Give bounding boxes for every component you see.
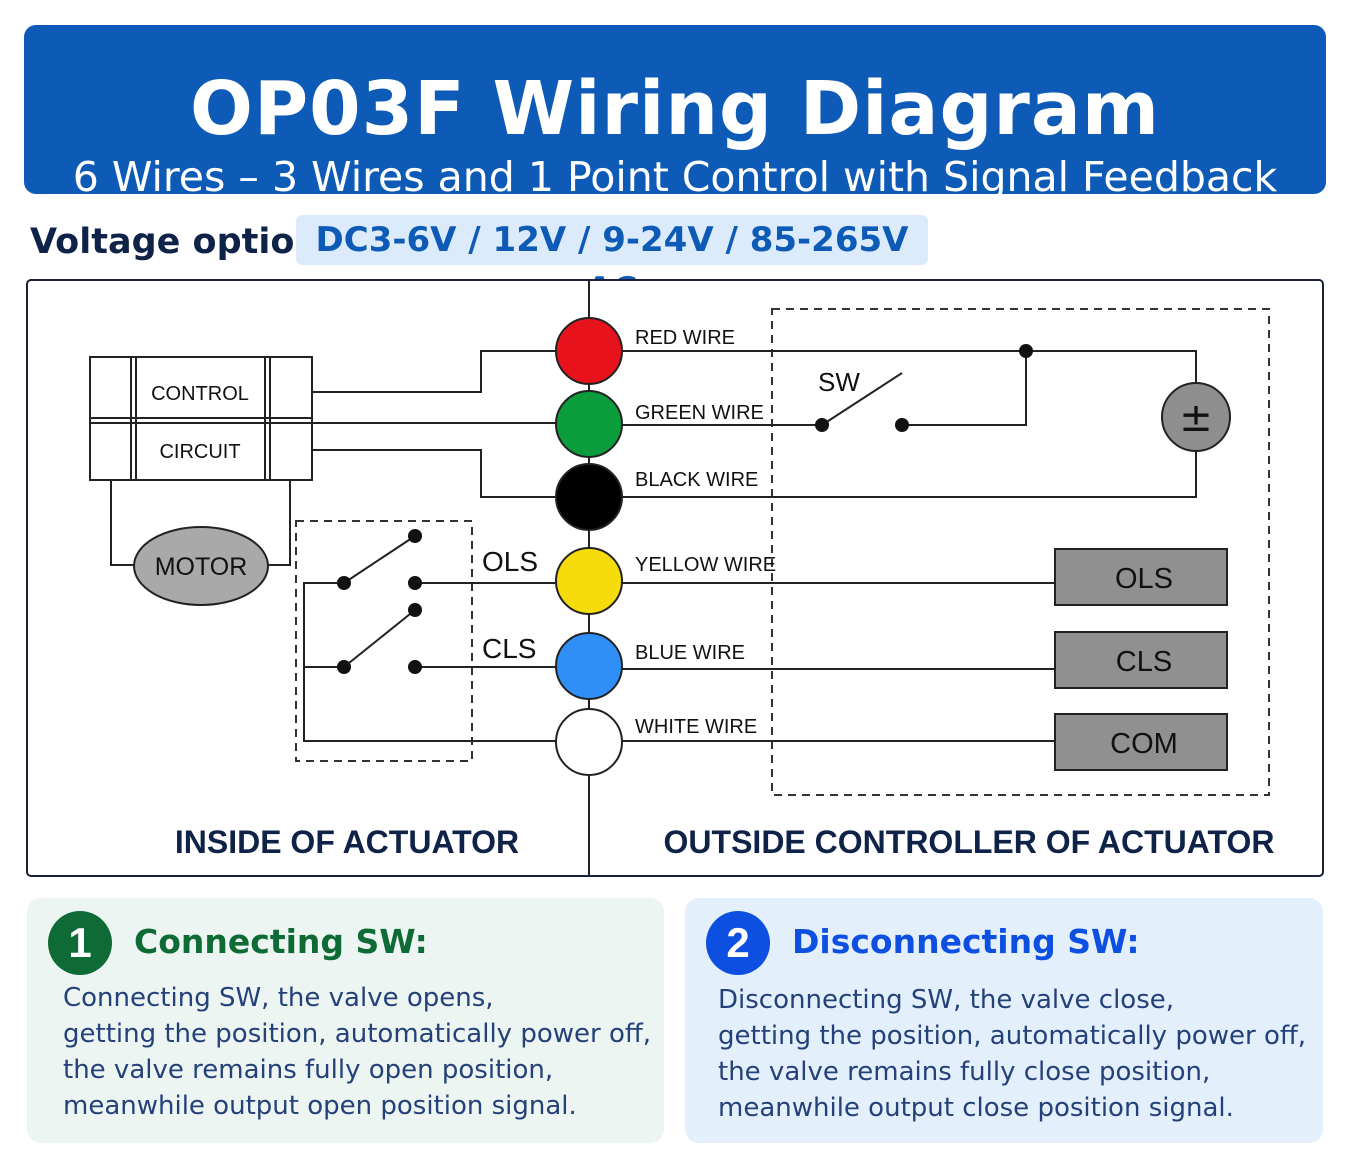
internal-cls-label: CLS xyxy=(482,633,536,664)
step-badge-1: 1 xyxy=(48,911,112,975)
control-label: CONTROL xyxy=(151,383,249,405)
terminal-box-cls xyxy=(1054,631,1228,689)
wire-label: WHITE WIRE xyxy=(635,716,757,738)
cls-contact-dot xyxy=(408,660,422,674)
header-banner: OP03F Wiring Diagram 6 Wires – 3 Wires a… xyxy=(24,25,1326,201)
wire-terminal-black xyxy=(555,463,623,531)
sw-lever xyxy=(821,372,903,426)
power-source-symbol xyxy=(1161,382,1231,452)
ols-contact-dot xyxy=(408,576,422,590)
control-circuit-box xyxy=(89,356,313,481)
wire-terminal-red xyxy=(555,317,623,385)
wire-terminal-blue xyxy=(555,632,623,700)
card-text-line: getting the position, automatically powe… xyxy=(63,1019,652,1049)
card-text-line: Connecting SW, the valve opens, xyxy=(63,983,494,1013)
motor-wire-right xyxy=(268,480,291,566)
page-subtitle: 6 Wires – 3 Wires and 1 Point Control wi… xyxy=(72,153,1278,201)
card-text-line: meanwhile output open position signal. xyxy=(63,1091,577,1121)
outside-controller-box xyxy=(771,308,1270,796)
terminal-label: COM xyxy=(1110,728,1178,760)
motor-symbol xyxy=(133,526,269,606)
page-title: OP03F Wiring Diagram xyxy=(190,66,1160,152)
card-text-line: meanwhile output close position signal. xyxy=(718,1093,1234,1123)
terminal-box-com xyxy=(1054,713,1228,771)
internal-ols-label: OLS xyxy=(482,546,538,577)
ols-pivot-dot xyxy=(337,576,351,590)
wire-label: GREEN WIRE xyxy=(635,402,764,424)
disconnecting-sw-card: 2 Disconnecting SW: Disconnecting SW, th… xyxy=(685,898,1323,1143)
junction-dot xyxy=(1019,344,1033,358)
diagram-frame xyxy=(26,279,1324,877)
inside-actuator-label: INSIDE OF ACTUATOR xyxy=(175,824,519,860)
card-text-disconnecting: Disconnecting SW, the valve close, getti… xyxy=(718,982,1306,1126)
wire-path-red-inside xyxy=(312,350,589,393)
wire-terminal-yellow xyxy=(555,547,623,615)
cls-switch-lever xyxy=(343,609,416,668)
sw-contact-right-dot xyxy=(895,418,909,432)
ols-switch-lever xyxy=(343,535,416,584)
terminal-box-ols xyxy=(1054,548,1228,606)
power-plus-minus-icon: ± xyxy=(1179,395,1213,441)
card-text-line: the valve remains fully close position, xyxy=(718,1057,1211,1087)
card-text-line: the valve remains fully open position, xyxy=(63,1055,554,1085)
card-title-connecting: Connecting SW: xyxy=(134,922,428,961)
wire-label: BLACK WIRE xyxy=(635,469,758,491)
cls-contact-top-dot xyxy=(408,603,422,617)
sw-label: SW xyxy=(818,367,860,397)
wire-label: YELLOW WIRE xyxy=(635,554,776,576)
wire-terminal-white xyxy=(555,708,623,776)
wire-terminal-green xyxy=(555,390,623,458)
card-title-disconnecting: Disconnecting SW: xyxy=(792,922,1140,961)
card-text-line: getting the position, automatically powe… xyxy=(718,1021,1307,1051)
sw-contact-left-dot xyxy=(815,418,829,432)
card-text-connecting: Connecting SW, the valve opens, getting … xyxy=(63,980,651,1124)
motor-wire-left xyxy=(110,480,135,566)
wire-path-black-outside xyxy=(589,450,1197,498)
terminal-label: CLS xyxy=(1116,646,1172,678)
switch-common-rail xyxy=(303,582,589,742)
voltage-value: DC3-6V / 12V / 9-24V / 85-265V AC xyxy=(296,215,928,310)
wire-path-black-inside xyxy=(312,449,589,498)
sw-return-path xyxy=(902,351,1027,426)
terminal-label: OLS xyxy=(1115,563,1173,595)
internal-switch-box xyxy=(295,520,473,762)
wire-label: RED WIRE xyxy=(635,327,735,349)
motor-label: MOTOR xyxy=(155,553,248,581)
wire-path-red-outside xyxy=(589,350,1197,384)
wire-label: BLUE WIRE xyxy=(635,642,745,664)
voltage-label: Voltage option: xyxy=(30,222,334,262)
connecting-sw-card: 1 Connecting SW: Connecting SW, the valv… xyxy=(27,898,664,1143)
circuit-label: CIRCUIT xyxy=(159,441,240,463)
ols-contact-top-dot xyxy=(408,529,422,543)
card-text-line: Disconnecting SW, the valve close, xyxy=(718,985,1175,1015)
cls-pivot-dot xyxy=(337,660,351,674)
step-badge-2: 2 xyxy=(706,911,770,975)
outside-controller-label: OUTSIDE CONTROLLER OF ACTUATOR xyxy=(664,824,1275,860)
